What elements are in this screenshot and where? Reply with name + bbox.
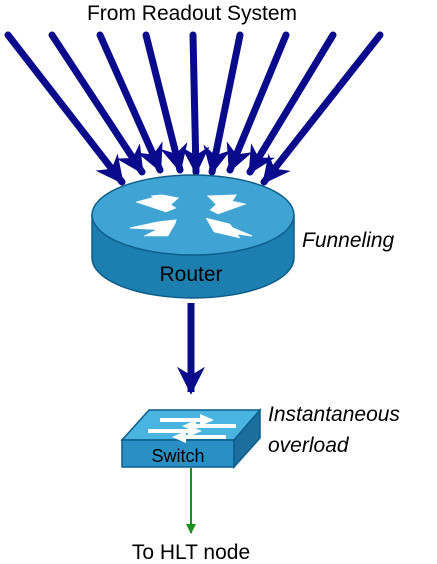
- router-node: Router: [91, 174, 295, 299]
- destination-label: To HLT node: [132, 541, 250, 564]
- incoming-arrow: [226, 31, 290, 174]
- switch-arrows-icon: [148, 414, 236, 443]
- incoming-arrow: [96, 31, 164, 174]
- overload-label-line2: overload: [268, 434, 350, 457]
- incoming-arrow: [246, 31, 337, 176]
- incoming-arrow: [4, 31, 126, 186]
- router-label: Router: [159, 263, 222, 286]
- incoming-arrow: [142, 31, 188, 174]
- switch-label: Switch: [151, 446, 204, 466]
- incoming-arrows: [4, 31, 384, 186]
- switch-node: Switch: [120, 407, 262, 469]
- incoming-arrow: [181, 31, 210, 176]
- incoming-arrow: [203, 31, 244, 176]
- funneling-label: Funneling: [302, 229, 395, 252]
- source-label: From Readout System: [87, 2, 297, 25]
- incoming-arrow: [260, 31, 384, 186]
- overload-label-line1: Instantaneous: [268, 403, 400, 426]
- router-top: [91, 174, 295, 256]
- switch-side: [233, 407, 261, 469]
- router-arrows-icon: [129, 194, 253, 239]
- incoming-arrow: [48, 31, 146, 176]
